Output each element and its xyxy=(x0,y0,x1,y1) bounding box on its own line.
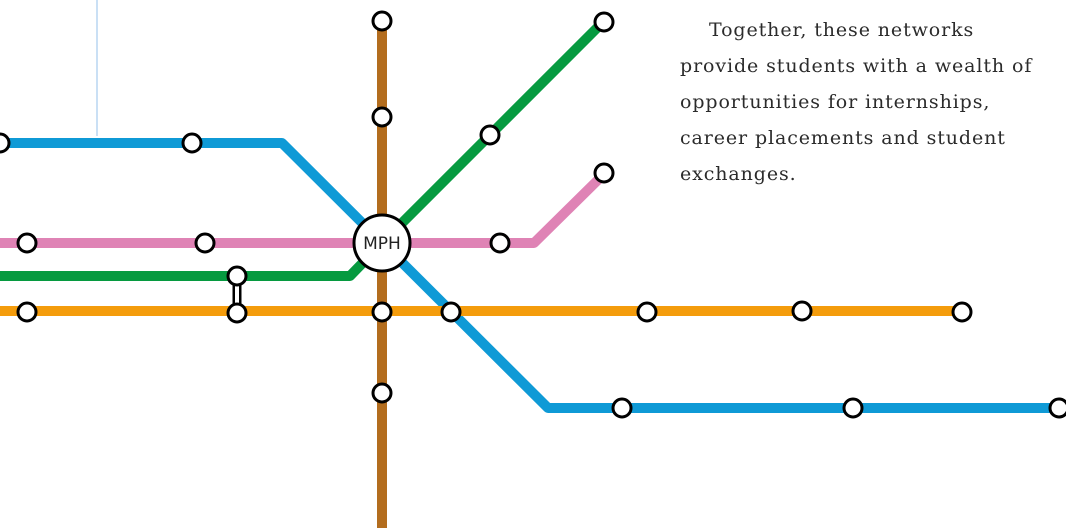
line-pink xyxy=(0,170,608,248)
station[interactable] xyxy=(371,10,393,32)
station[interactable] xyxy=(489,232,511,254)
station[interactable] xyxy=(181,132,203,154)
station[interactable] xyxy=(371,382,393,404)
line-blue xyxy=(0,138,1066,413)
station[interactable] xyxy=(791,300,813,322)
station[interactable] xyxy=(842,397,864,419)
paragraph-text: Together, these networks provide student… xyxy=(680,19,1033,185)
line-green xyxy=(0,18,607,281)
station[interactable] xyxy=(593,162,615,184)
station[interactable] xyxy=(479,124,501,146)
station[interactable] xyxy=(16,232,38,254)
station[interactable] xyxy=(371,301,393,323)
station[interactable] xyxy=(593,11,615,33)
station[interactable] xyxy=(16,301,38,323)
station[interactable] xyxy=(194,232,216,254)
station[interactable] xyxy=(440,301,462,323)
station[interactable] xyxy=(371,106,393,128)
station[interactable] xyxy=(611,397,633,419)
station[interactable] xyxy=(951,301,973,323)
station[interactable] xyxy=(226,265,248,287)
station[interactable] xyxy=(636,301,658,323)
description-paragraph: Together, these networks provide student… xyxy=(680,12,1060,192)
station[interactable] xyxy=(0,132,11,154)
hub-label: MPH xyxy=(363,234,401,254)
hub-station[interactable]: MPH xyxy=(352,213,412,273)
station[interactable] xyxy=(1048,397,1066,419)
station[interactable] xyxy=(226,302,248,324)
